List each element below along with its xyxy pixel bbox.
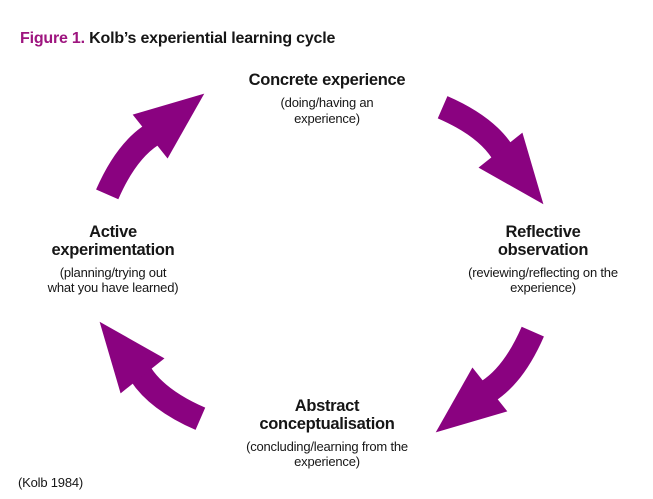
- node-concrete-experience: Concrete experience (doing/having an exp…: [222, 71, 432, 127]
- cycle-arrow-down-left-icon: [435, 326, 544, 433]
- node-abstract-conceptualisation-subtitle: (concluding/learning from the experience…: [246, 438, 408, 470]
- cycle-arrow-up-left-icon: [99, 321, 206, 430]
- arrow-head: [478, 132, 544, 205]
- node-active-experimentation-subtitle: (planning/trying out what you have learn…: [47, 264, 179, 296]
- node-concrete-experience-title: Concrete experience: [248, 71, 406, 89]
- node-reflective-observation-title: Reflective observation: [497, 223, 589, 259]
- arrow-shaft: [130, 367, 206, 430]
- citation: (Kolb 1984): [18, 475, 84, 490]
- node-active-experimentation-title: Active experimentation: [51, 223, 175, 259]
- figure-title: Figure 1. Kolb’s experiential learning c…: [20, 30, 335, 48]
- arrow-shaft: [437, 96, 513, 159]
- node-reflective-observation: Reflective observation (reviewing/reflec…: [458, 223, 628, 296]
- arrow-head: [132, 93, 205, 159]
- node-abstract-conceptualisation: Abstract conceptualisation (concluding/l…: [237, 397, 417, 470]
- arrow-shaft: [481, 326, 544, 402]
- node-reflective-observation-subtitle: (reviewing/reflecting on the experience): [468, 264, 618, 296]
- arrow-head: [99, 321, 165, 394]
- arrow-shaft: [96, 124, 159, 200]
- node-abstract-conceptualisation-title: Abstract conceptualisation: [259, 397, 395, 433]
- node-concrete-experience-subtitle: (doing/having an experience): [280, 94, 374, 126]
- arrow-head: [435, 367, 508, 433]
- figure-title-text: Kolb’s experiential learning cycle: [89, 30, 336, 47]
- node-active-experimentation: Active experimentation (planning/trying …: [28, 223, 198, 296]
- cycle-arrow-up-right-icon: [96, 93, 205, 200]
- cycle-arrow-down-right-icon: [437, 96, 544, 205]
- figure-label: Figure 1.: [20, 30, 85, 47]
